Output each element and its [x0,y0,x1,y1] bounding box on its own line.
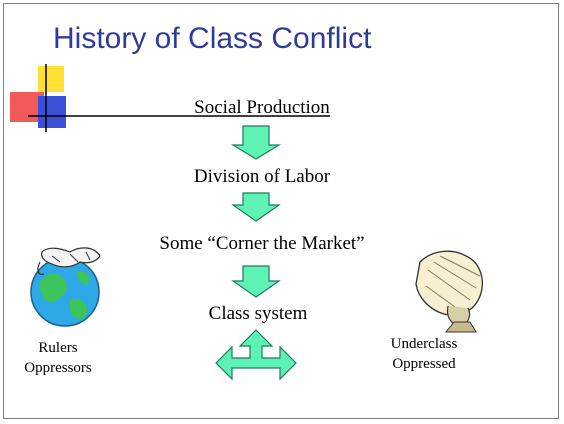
slide-border [3,3,559,419]
globe-with-map-icon [30,247,101,327]
label-rulers: Rulers Oppressors [24,338,92,378]
corner-decoration-icon [10,64,330,132]
crumpled-papers-icon [415,250,483,333]
down-arrow-icon [230,125,282,160]
step-corner-the-market: Some “Corner the Market” [159,233,365,254]
label-underclass-line2: Oppressed [392,356,456,372]
down-arrow-icon [231,192,281,222]
down-arrow-icon [231,265,281,298]
step-division-of-labor: Division of Labor [193,166,331,187]
label-rulers-line2: Oppressors [24,360,92,376]
slide-title: History of Class Conflict [53,22,372,55]
label-underclass: Underclass Oppressed [391,334,458,374]
label-underclass-line1: Underclass [390,336,458,352]
three-way-arrow-icon [215,329,297,381]
step-social-production: Social Production [194,97,330,118]
step-class-system: Class system [208,303,308,324]
label-rulers-line1: Rulers [38,340,78,356]
